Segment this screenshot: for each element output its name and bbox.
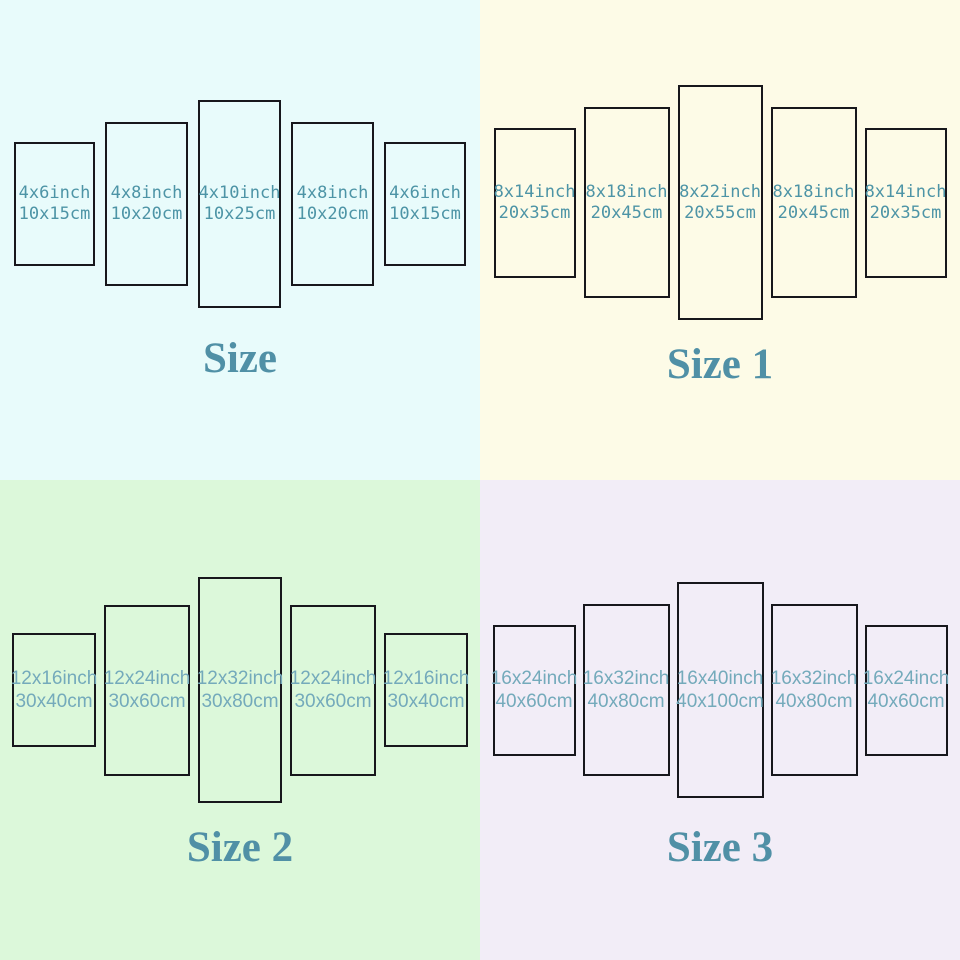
- panel-size-cm: 40x60cm: [495, 691, 573, 712]
- panel-size-inch: 12x32inch: [196, 668, 284, 689]
- panel-size-inch: 16x24inch: [862, 668, 950, 689]
- canvas-panel: 4x6inch 10x15cm: [14, 142, 95, 266]
- canvas-panel: 8x18inch 20x45cm: [770, 107, 857, 298]
- canvas-panel: 4x8inch 10x20cm: [105, 122, 188, 286]
- canvas-panel: 8x14inch 20x35cm: [493, 127, 576, 278]
- panel-size-cm: 40x80cm: [775, 691, 853, 712]
- panel-size-cm: 30x40cm: [15, 691, 93, 712]
- panel-size-cm: 30x60cm: [108, 691, 186, 712]
- quadrant-size-3: 16x24inch 40x60cm 16x32inch 40x80cm 16x4…: [480, 480, 960, 960]
- quadrant-title: Size 3: [666, 824, 774, 871]
- panel-size-inch: 8x18inch: [585, 181, 668, 202]
- panel-size-cm: 20x45cm: [590, 202, 663, 223]
- panel-size-inch: 8x22inch: [679, 181, 761, 202]
- canvas-panel: 16x32inch 40x80cm: [582, 604, 670, 776]
- panel-size-inch: 4x10inch: [198, 183, 281, 203]
- panel-size-cm: 40x60cm: [867, 691, 945, 712]
- canvas-panel: 8x14inch 20x35cm: [864, 127, 947, 278]
- panel-size-cm: 10x20cm: [296, 204, 369, 224]
- canvas-panel: 12x16inch 30x40cm: [10, 633, 98, 747]
- panel-size-cm: 40x80cm: [587, 691, 665, 712]
- panel-size-inch: 4x8inch: [110, 183, 183, 203]
- quadrant-title: Size: [202, 335, 278, 382]
- quadrant-title: Size 2: [186, 824, 294, 871]
- canvas-panel: 16x24inch 40x60cm: [862, 624, 950, 756]
- panel-size-cm: 10x20cm: [110, 204, 183, 224]
- panel-size-inch: 4x6inch: [389, 183, 461, 203]
- panel-size-cm: 10x25cm: [203, 204, 276, 224]
- panel-size-inch: 8x18inch: [772, 181, 855, 202]
- panel-size-inch: 8x14inch: [493, 181, 576, 202]
- canvas-panel: 12x32inch 30x80cm: [196, 577, 284, 803]
- panel-group: 4x6inch 10x15cm 4x8inch 10x20cm 4x10inch…: [0, 100, 480, 308]
- quadrant-size-2: 12x16inch 30x40cm 12x24inch 30x60cm 12x3…: [0, 480, 480, 960]
- panel-group: 16x24inch 40x60cm 16x32inch 40x80cm 16x4…: [480, 582, 960, 798]
- panel-size-cm: 30x80cm: [201, 691, 279, 712]
- canvas-panel: 4x6inch 10x15cm: [384, 142, 466, 266]
- panel-size-inch: 4x6inch: [18, 183, 91, 203]
- panel-size-inch: 16x32inch: [770, 668, 858, 689]
- quadrant-title: Size 1: [666, 341, 774, 388]
- panel-size-cm: 20x35cm: [498, 202, 571, 223]
- panel-size-cm: 20x35cm: [869, 202, 942, 223]
- panel-size-inch: 16x32inch: [582, 668, 670, 689]
- canvas-panel: 4x10inch 10x25cm: [198, 100, 281, 308]
- panel-size-cm: 20x55cm: [684, 202, 756, 223]
- panel-size-inch: 12x24inch: [103, 668, 191, 689]
- canvas-panel: 12x16inch 30x40cm: [382, 633, 470, 747]
- panel-size-inch: 12x16inch: [382, 668, 470, 689]
- panel-size-cm: 10x15cm: [389, 204, 461, 224]
- panel-size-cm: 30x60cm: [294, 691, 372, 712]
- panel-size-inch: 12x24inch: [289, 668, 377, 689]
- panel-size-inch: 4x8inch: [296, 183, 369, 203]
- panel-size-inch: 8x14inch: [864, 181, 947, 202]
- canvas-panel: 12x24inch 30x60cm: [103, 604, 191, 776]
- quadrant-size: 4x6inch 10x15cm 4x8inch 10x20cm 4x10inch…: [0, 0, 480, 480]
- canvas-panel: 16x40inch 40x100cm: [676, 582, 764, 798]
- panel-size-inch: 12x16inch: [10, 668, 98, 689]
- panel-size-cm: 10x15cm: [18, 204, 91, 224]
- canvas-panel: 8x22inch 20x55cm: [677, 85, 763, 320]
- panel-size-cm: 20x45cm: [777, 202, 850, 223]
- panel-group: 8x14inch 20x35cm 8x18inch 20x45cm 8x22in…: [480, 85, 960, 320]
- panel-size-inch: 16x24inch: [490, 668, 578, 689]
- panel-size-cm: 30x40cm: [387, 691, 465, 712]
- panel-size-inch: 16x40inch: [676, 668, 764, 689]
- panel-size-cm: 40x100cm: [676, 691, 764, 712]
- canvas-panel: 16x24inch 40x60cm: [490, 624, 578, 756]
- quadrant-size-1: 8x14inch 20x35cm 8x18inch 20x45cm 8x22in…: [480, 0, 960, 480]
- canvas-panel: 8x18inch 20x45cm: [583, 107, 670, 298]
- panel-group: 12x16inch 30x40cm 12x24inch 30x60cm 12x3…: [0, 577, 480, 803]
- canvas-panel: 4x8inch 10x20cm: [291, 122, 374, 286]
- canvas-panel: 12x24inch 30x60cm: [289, 604, 377, 776]
- canvas-panel: 16x32inch 40x80cm: [770, 604, 858, 776]
